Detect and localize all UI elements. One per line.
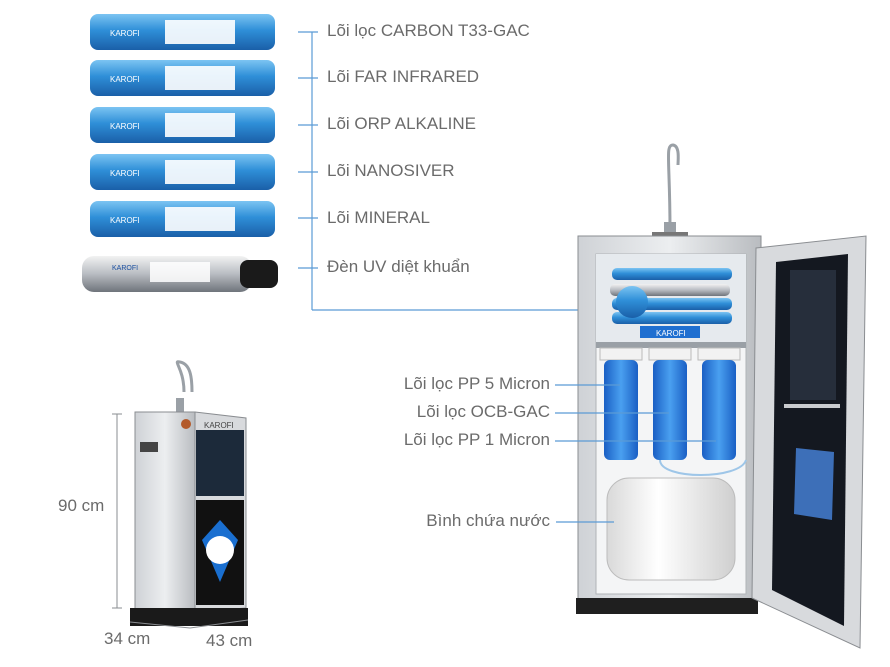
connector-lines-top [298,31,599,311]
svg-text:KAROFI: KAROFI [110,169,140,178]
dimension-depth: 34 cm [104,629,151,648]
label-far-infrared: Lõi FAR INFRARED [327,67,480,86]
svg-text:KAROFI: KAROFI [656,329,686,338]
housing-pp5 [599,347,643,460]
label-water-tank: Bình chứa nước [426,511,550,530]
dimension-height: 90 cm [58,496,105,515]
svg-text:KAROFI: KAROFI [110,216,140,225]
label-mineral: Lõi MINERAL [327,208,430,227]
svg-text:KAROFI: KAROFI [110,29,140,38]
small-machine: KAROFI [130,360,248,626]
dimension-width: 43 cm [206,631,253,650]
svg-text:KAROFI: KAROFI [112,265,138,272]
cartridge-orp-alkaline: KAROFI [90,107,275,143]
connector-lines-bottom [555,384,716,523]
label-carbon-t33: Lõi lọc CARBON T33-GAC [327,21,530,40]
svg-text:KAROFI: KAROFI [110,75,140,84]
cartridge-carbon-t33: KAROFI [90,14,275,50]
housing-ocb-gac [648,347,692,460]
cabinet-tube [659,459,747,476]
label-ocb-gac: Lõi lọc OCB-GAC [416,402,550,421]
cartridge-far-infrared: KAROFI [90,60,275,96]
cartridge-mineral: KAROFI [90,201,275,237]
cartridge-nanosilver: KAROFI [90,154,275,190]
uv-lamp: KAROFI [82,256,278,292]
label-pp5: Lõi lọc PP 5 Micron [403,374,550,393]
small-machine-badge [202,520,238,582]
label-orp-alkaline: Lõi ORP ALKALINE [327,114,476,133]
label-pp1: Lõi lọc PP 1 Micron [403,430,550,449]
dimension-lines [112,413,249,629]
cabinet-door [751,235,867,649]
svg-text:KAROFI: KAROFI [204,421,234,430]
svg-text:KAROFI: KAROFI [110,122,140,131]
water-tank [606,477,736,581]
label-nanosilver: Lõi NANOSIVER [327,161,455,180]
label-uv-lamp: Đèn UV diệt khuẩn [327,257,470,276]
housing-pp1 [697,347,741,460]
cabinet-top-cartridges: KAROFI [610,268,732,338]
faucet-large [652,143,688,236]
